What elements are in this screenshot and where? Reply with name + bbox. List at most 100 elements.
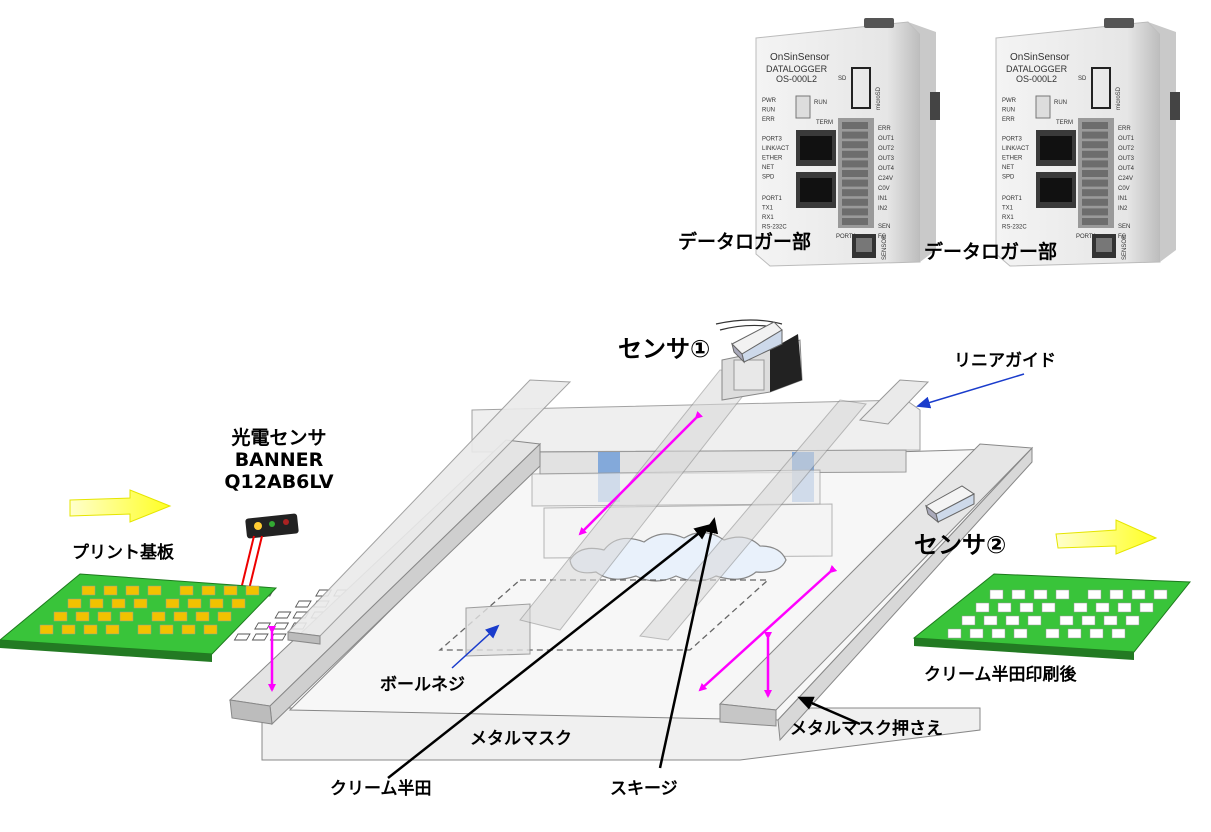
pcb-pad <box>133 598 148 609</box>
pcb-pad <box>125 585 140 596</box>
device-left-panel: PWRRUNERRPORT3LINK/ACTETHERNETSPDPORT1TX… <box>1002 98 1029 231</box>
device-right-label: OUT3 <box>1118 156 1135 162</box>
terminal-slot <box>1082 170 1108 177</box>
device-sensor-label: SENSOR <box>1122 234 1128 260</box>
device-left-label: NET <box>1002 165 1014 171</box>
photo-sensor-device <box>235 513 299 611</box>
device-switch-term: TERM <box>1056 120 1073 126</box>
device-left-label: RS-232C <box>1002 225 1027 231</box>
device-right-label: ERR <box>1118 126 1131 132</box>
device-right-label: OUT4 <box>878 166 895 172</box>
device-left-label: ERR <box>762 117 775 123</box>
device-left-label: PWR <box>762 98 777 104</box>
label-metal-mask-holder: メタルマスク押さえ <box>790 719 943 739</box>
flow-arrow-out <box>1055 519 1158 555</box>
pcb-pad <box>1139 602 1154 613</box>
pcb-pad <box>147 585 162 596</box>
pcb-pad <box>81 585 96 596</box>
pcb-pad <box>53 611 68 622</box>
pcb-pad <box>989 589 1004 600</box>
pcb-pad <box>991 628 1006 639</box>
datalogger-unit-2: OnSinSensor DATALOGGER OS-000L2 SD micro… <box>995 18 1180 267</box>
pcb-pad <box>1027 615 1042 626</box>
label-photo-sensor: 光電センサ BANNER Q12AB6LV <box>214 427 344 494</box>
pcb-pad <box>231 598 246 609</box>
device-left-label: LINK/ACT <box>1002 146 1029 152</box>
pcb-pad <box>1005 615 1020 626</box>
pcb-pad <box>187 598 202 609</box>
label-photo-sensor-line2: BANNER <box>234 448 324 471</box>
device-right-label: C0V <box>878 186 890 192</box>
pcb-pad <box>1153 589 1168 600</box>
pcb-pad <box>1019 602 1034 613</box>
pcb-pad <box>1073 602 1088 613</box>
pcb-pad <box>203 624 218 635</box>
pcb-pad <box>975 602 990 613</box>
pcb-pad <box>1103 615 1118 626</box>
device-switch-run: RUN <box>814 100 827 106</box>
terminal-slot <box>1082 179 1108 187</box>
mask-slot <box>274 611 292 619</box>
pcb-pad <box>209 598 224 609</box>
device-left-label: ERR <box>1002 117 1015 123</box>
device-microsd-label: microSD <box>1116 86 1122 110</box>
device-right-label: FG <box>1118 234 1127 240</box>
device-port4-label: PORT4 <box>1076 234 1097 240</box>
pcb-pad <box>1081 615 1096 626</box>
terminal-slot <box>842 189 868 197</box>
pcb-pad <box>1089 628 1104 639</box>
pcb-pad <box>1087 589 1102 600</box>
device-left-label: RX1 <box>1002 215 1014 221</box>
device-right-label: ERR <box>878 126 891 132</box>
terminal-slot <box>842 198 868 206</box>
device-right-label: SEN <box>878 224 890 230</box>
pcb-pad <box>67 598 82 609</box>
pcb-pad <box>997 602 1012 613</box>
label-ball-screw: ボールネジ <box>380 675 465 695</box>
pcb-pad <box>1033 589 1048 600</box>
device-right-label: IN1 <box>1118 196 1128 202</box>
pcb-pad <box>39 624 54 635</box>
terminal-slot <box>1082 160 1108 168</box>
terminal-slot <box>1082 150 1108 158</box>
device-right-label: C0V <box>1118 186 1130 192</box>
pointer-arrows-blue <box>451 373 1025 669</box>
terminal-slot <box>1082 122 1108 129</box>
pcb-pad <box>165 598 180 609</box>
device-switch-run: RUN <box>1054 100 1067 106</box>
terminal-slot <box>1082 141 1108 149</box>
device-right-label: OUT4 <box>1118 166 1135 172</box>
pcb-pad <box>1055 589 1070 600</box>
terminal-slot <box>1082 218 1108 225</box>
device-right-label: OUT1 <box>1118 136 1135 142</box>
pcb-pad <box>151 611 166 622</box>
sensor-1-block <box>731 321 783 364</box>
label-datalogger-1: データロガー部 <box>678 231 812 253</box>
pcb-pad <box>61 624 76 635</box>
ball-screw-housing <box>465 603 531 657</box>
pcb-pad <box>97 611 112 622</box>
terminal-slot <box>1082 198 1108 206</box>
device-left-label: PORT1 <box>762 196 783 202</box>
device-left-label: TX1 <box>762 206 774 212</box>
terminal-slot <box>842 131 868 139</box>
device-right-label: SEN <box>1118 224 1130 230</box>
device-brand: OnSinSensor <box>1010 52 1070 63</box>
mask-slot <box>251 633 269 641</box>
motion-arrows <box>268 410 838 698</box>
device-left-label: NET <box>762 165 774 171</box>
mask-slot <box>254 622 272 630</box>
pcb-pad <box>179 585 194 596</box>
device-left-label: PWR <box>1002 98 1017 104</box>
label-linear-guide: リニアガイド <box>954 351 1056 371</box>
terminal-slot <box>1082 208 1108 216</box>
pcb-pad <box>89 598 104 609</box>
left-rail <box>228 379 572 726</box>
label-metal-mask: メタルマスク <box>470 729 572 749</box>
device-left-label: ETHER <box>1002 156 1023 162</box>
device-left-label: PORT3 <box>1002 137 1023 143</box>
sensor-2-block <box>925 485 975 524</box>
pcb-pad <box>173 611 188 622</box>
